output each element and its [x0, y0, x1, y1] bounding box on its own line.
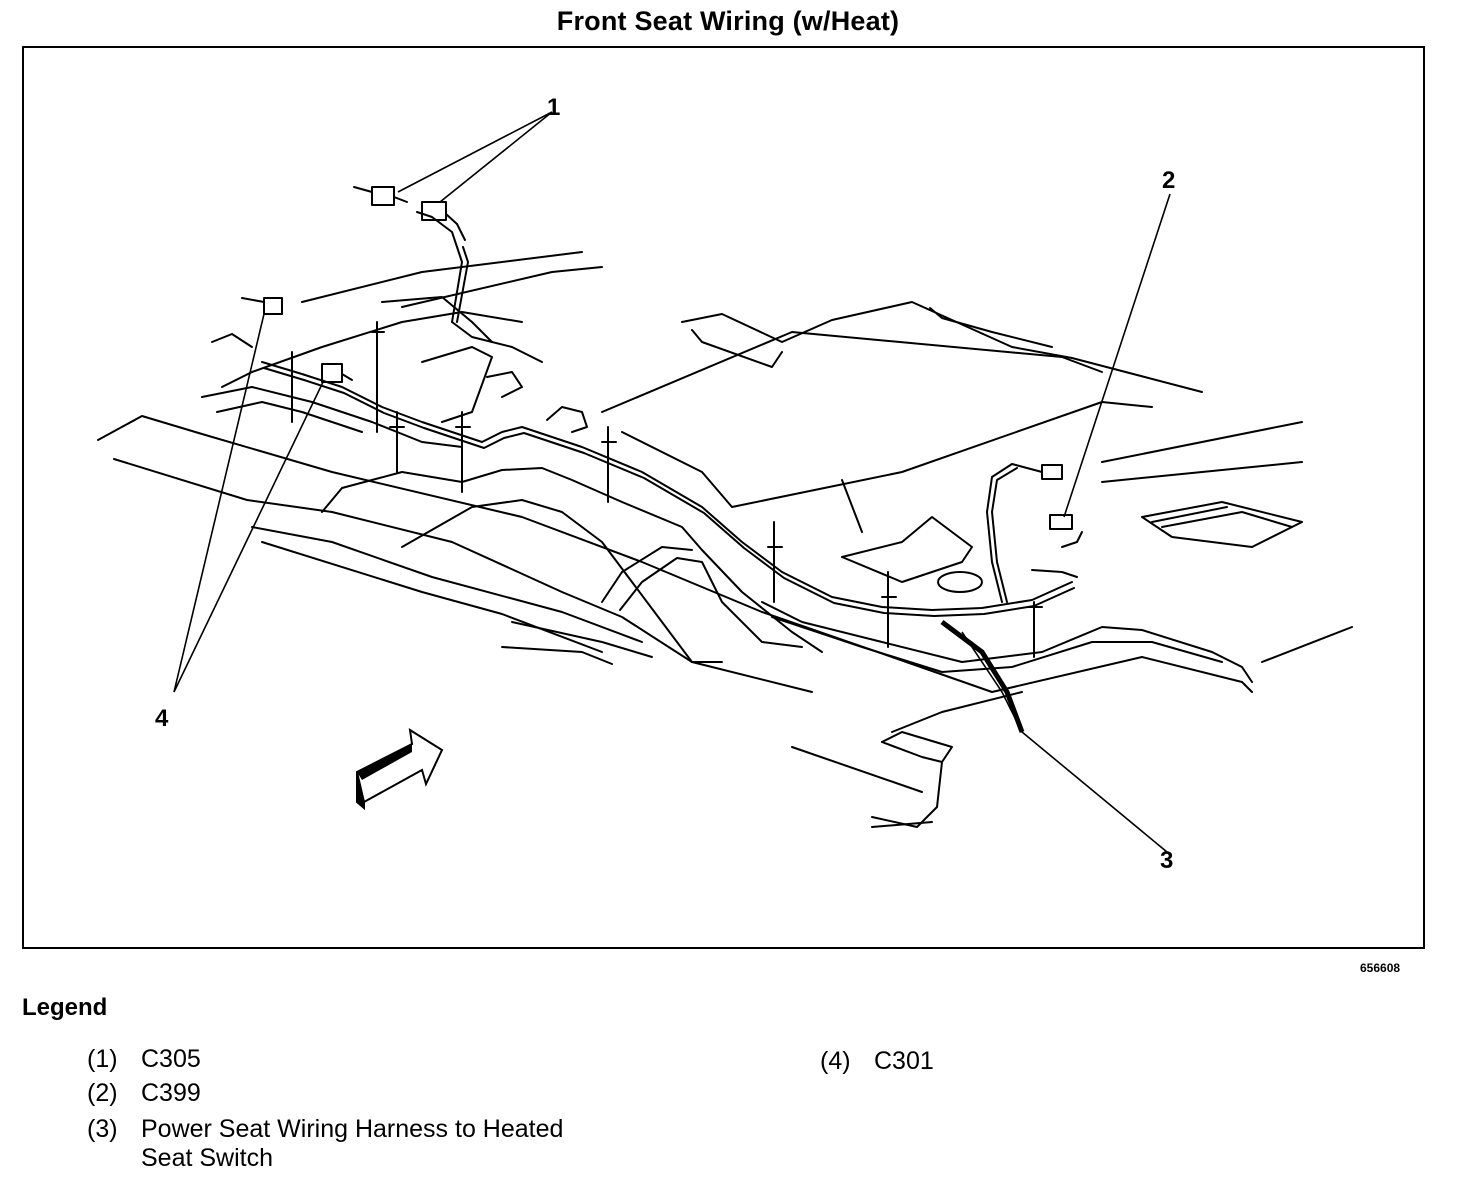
legend-item-text-line-1: Power Seat Wiring Harness to Heated — [141, 1115, 564, 1143]
legend-heading: Legend — [22, 994, 108, 1021]
legend-item-number: (3) — [87, 1115, 118, 1143]
legend-item-text: C399 — [141, 1079, 201, 1107]
c399-connector-a — [1041, 464, 1063, 480]
diagram-title: Front Seat Wiring (w/Heat) — [556, 6, 900, 36]
callout-4-leader-b — [173, 379, 325, 693]
legend-item-text: C305 — [141, 1045, 201, 1073]
legend-item-text: C301 — [874, 1047, 934, 1075]
floor-hole — [937, 571, 983, 593]
right-seat-track — [761, 601, 1253, 683]
c301-connector-b — [321, 363, 343, 383]
front-floor-bracket — [871, 741, 943, 828]
illustration-frame: 1 2 3 4 — [22, 46, 1425, 949]
wiring-harness — [261, 361, 1073, 611]
vehicle-front-arrow — [355, 728, 444, 811]
c301-connector-a — [263, 297, 283, 315]
legend-item-number: (1) — [87, 1045, 118, 1073]
callout-1: 1 — [547, 94, 560, 121]
figure-code: 656608 — [1360, 961, 1401, 975]
callout-2: 2 — [1162, 167, 1175, 194]
retainer-pins — [291, 321, 1035, 658]
callout-3: 3 — [1160, 847, 1173, 874]
c399-connector-b — [1049, 514, 1073, 530]
callout-1-leader-b — [439, 111, 553, 203]
callout-3-harness-thick — [940, 620, 1025, 733]
c305-connector-a — [371, 186, 395, 206]
left-seat-track — [201, 386, 463, 448]
legend-item-number: (4) — [820, 1047, 851, 1075]
legend-item-text-line-2: Seat Switch — [141, 1144, 274, 1172]
callout-2-leader — [1063, 193, 1171, 518]
callout-1-leader-a — [397, 111, 553, 193]
floor-pan-outline — [97, 415, 1253, 693]
c305-connector-b — [421, 201, 447, 221]
floor-tunnel — [321, 467, 823, 653]
rear-floor-panel — [681, 301, 1203, 393]
callout-4: 4 — [155, 705, 169, 732]
callout-4-leader-a — [173, 313, 265, 693]
legend-item-number: (2) — [87, 1079, 118, 1107]
